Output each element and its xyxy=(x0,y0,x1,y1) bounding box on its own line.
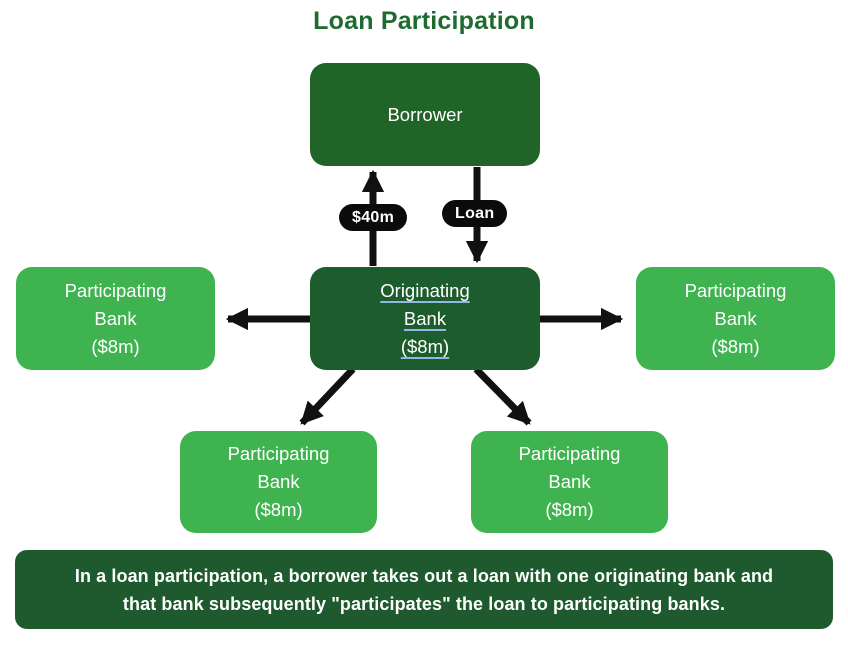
diagram-title: Loan Participation xyxy=(313,7,535,35)
explanation-banner: In a loan participation, a borrower take… xyxy=(15,550,833,629)
arrow-to-bottom-left-bank xyxy=(299,366,356,426)
explanation-text: In a loan participation, a borrower take… xyxy=(74,565,774,614)
node-originating-bank: Originating Bank ($8m) xyxy=(310,267,540,370)
flow-label-loan-text: Loan xyxy=(455,205,495,222)
arrow-to-bottom-right-bank xyxy=(473,366,532,426)
originating-bank-label[interactable]: Originating Bank ($8m) xyxy=(380,279,470,357)
node-participating-bank-bottom-left: Participating Bank ($8m) xyxy=(180,431,377,533)
node-borrower: Borrower xyxy=(310,63,540,166)
participating-bank-bottom-right-label: Participating Bank ($8m) xyxy=(518,443,621,520)
node-participating-bank-bottom-right: Participating Bank ($8m) xyxy=(471,431,668,533)
node-participating-bank-right: Participating Bank ($8m) xyxy=(636,267,835,370)
participating-bank-bottom-left-label: Participating Bank ($8m) xyxy=(227,443,330,520)
participating-bank-left-label: Participating Bank ($8m) xyxy=(64,279,167,357)
flow-label-loan: Loan xyxy=(442,200,508,227)
node-participating-bank-left: Participating Bank ($8m) xyxy=(16,267,215,370)
flow-label-40m: $40m xyxy=(339,204,408,231)
participating-bank-right-label: Participating Bank ($8m) xyxy=(684,279,787,357)
borrower-label: Borrower xyxy=(387,103,463,125)
flow-label-40m-text: $40m xyxy=(352,209,395,226)
